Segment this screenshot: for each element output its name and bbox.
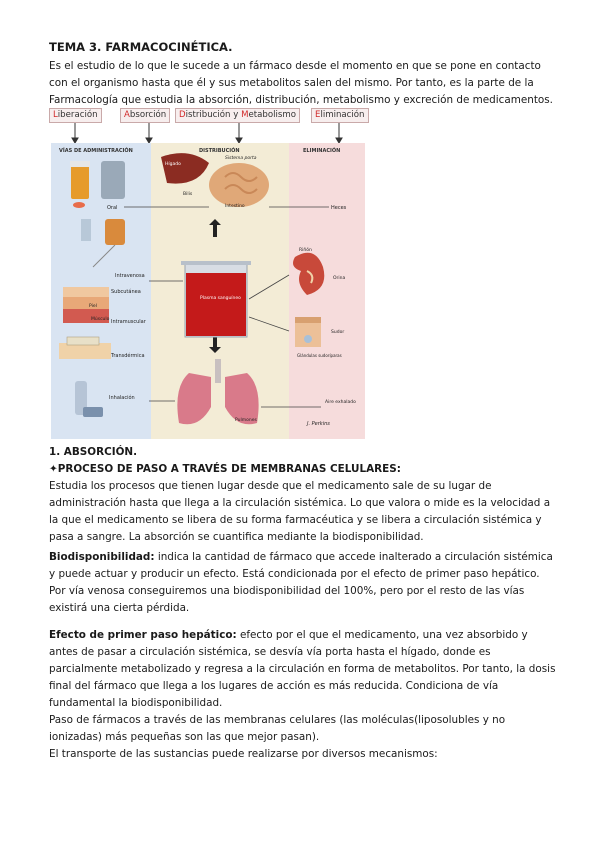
absorcion-section: 1. ABSORCIÓN. ✦PROCESO DE PASO A TRAVÉS … (49, 444, 559, 546)
aire-label: Aire exhalado (325, 399, 356, 405)
pharmacokinetics-figure: Liberación Absorción Distribución y Meta… (49, 107, 369, 440)
lungs-icon (177, 359, 259, 425)
column-vias-title: VÍAS DE ADMINISTRACIÓN (59, 146, 133, 154)
page-title: TEMA 3. FARMACOCINÉTICA. (49, 40, 233, 54)
biodisponibilidad-paragraph-2: Por vía venosa conseguiremos una biodisp… (49, 585, 525, 614)
plasma-beaker-icon (181, 261, 251, 338)
piel-label: Piel (89, 303, 97, 309)
intro-paragraph: Es el estudio de lo que le sucede a un f… (49, 60, 553, 106)
plasma-label: Plasma sanguíneo (200, 294, 241, 301)
intravenosa-label: Intravenosa (115, 273, 145, 279)
glandulas-label: Glándulas sudoríparas (297, 353, 342, 358)
transdermal-patch-icon (59, 336, 111, 359)
membranas-paragraph: Paso de fármacos a través de las membran… (49, 714, 506, 743)
figure-illustration: VÍAS DE ADMINISTRACIÓN DISTRIBUCIÓN ELIM… (51, 123, 365, 439)
heces-label: Heces (331, 205, 347, 211)
higado-label: Hígado (165, 160, 181, 167)
absorcion-heading: 1. ABSORCIÓN. (49, 446, 138, 458)
primer-paso-section: Efecto de primer paso hepático: efecto p… (49, 627, 559, 763)
column-eliminacion-title: ELIMINACIÓN (303, 147, 340, 154)
biodisponibilidad-section: Biodisponibilidad: indica la cantidad de… (49, 549, 559, 617)
biodisponibilidad-paragraph: Biodisponibilidad: indica la cantidad de… (49, 549, 559, 583)
transdermica-label: Transdérmica (110, 352, 145, 359)
sweat-gland-icon (295, 317, 321, 347)
distribution-arrows (209, 219, 221, 353)
column-distribucion-title: DISTRIBUCIÓN (199, 147, 240, 154)
sistema-porta-label: Sistema porta (225, 155, 257, 161)
absorcion-paragraph: Estudia los procesos que tienen lugar de… (49, 480, 551, 543)
primer-paso-term: Efecto de primer paso hepático: (49, 629, 237, 641)
illustrator-signature: J. Perkins (306, 421, 330, 427)
inhalacion-label: Inhalación (109, 394, 135, 401)
transporte-paragraph: El transporte de las sustancias puede re… (49, 748, 438, 760)
iv-bag-icon (81, 219, 125, 268)
label-absorcion: Absorción (120, 108, 171, 123)
intramuscular-label: Intramuscular (111, 319, 147, 325)
biodisponibilidad-text: indica la cantidad de fármaco que accede… (49, 551, 553, 580)
oral-medication-icon (70, 161, 125, 208)
kidney-icon (293, 252, 325, 295)
sudor-label: Sudor (331, 329, 344, 335)
pulmones-label: Pulmones (235, 417, 257, 423)
skin-muscle-block-icon (63, 287, 109, 323)
biodisponibilidad-term: Biodisponibilidad: (49, 551, 155, 563)
label-liberacion: Liberación (49, 108, 102, 123)
plasma-to-skin-arrow (248, 316, 290, 332)
intestino-label: Intestino (225, 203, 245, 209)
plasma-to-kidney-arrow (248, 274, 290, 300)
musculo-label: Músculo (91, 315, 110, 322)
liver-intestine-icon (161, 153, 269, 207)
label-distribucion-metabolismo: Distribución y Metabolismo (175, 108, 301, 123)
oral-label: Oral (107, 205, 117, 211)
primer-paso-paragraph: Efecto de primer paso hepático: efecto p… (49, 627, 559, 712)
orina-label: Orina (333, 275, 345, 281)
inhaler-icon (75, 381, 103, 417)
label-eliminacion: Eliminación (311, 108, 369, 123)
absorcion-subheading: ✦PROCESO DE PASO A TRAVÉS DE MEMBRANAS C… (49, 463, 401, 475)
column-eliminacion-bg (289, 143, 365, 439)
subcutanea-label: Subcutánea (111, 288, 141, 295)
primer-paso-text: efecto por el que el medicamento, una ve… (49, 629, 556, 709)
rinon-label: Riñón (299, 246, 312, 253)
label-arrows (71, 123, 343, 144)
bilis-label: Bilis (183, 191, 193, 197)
